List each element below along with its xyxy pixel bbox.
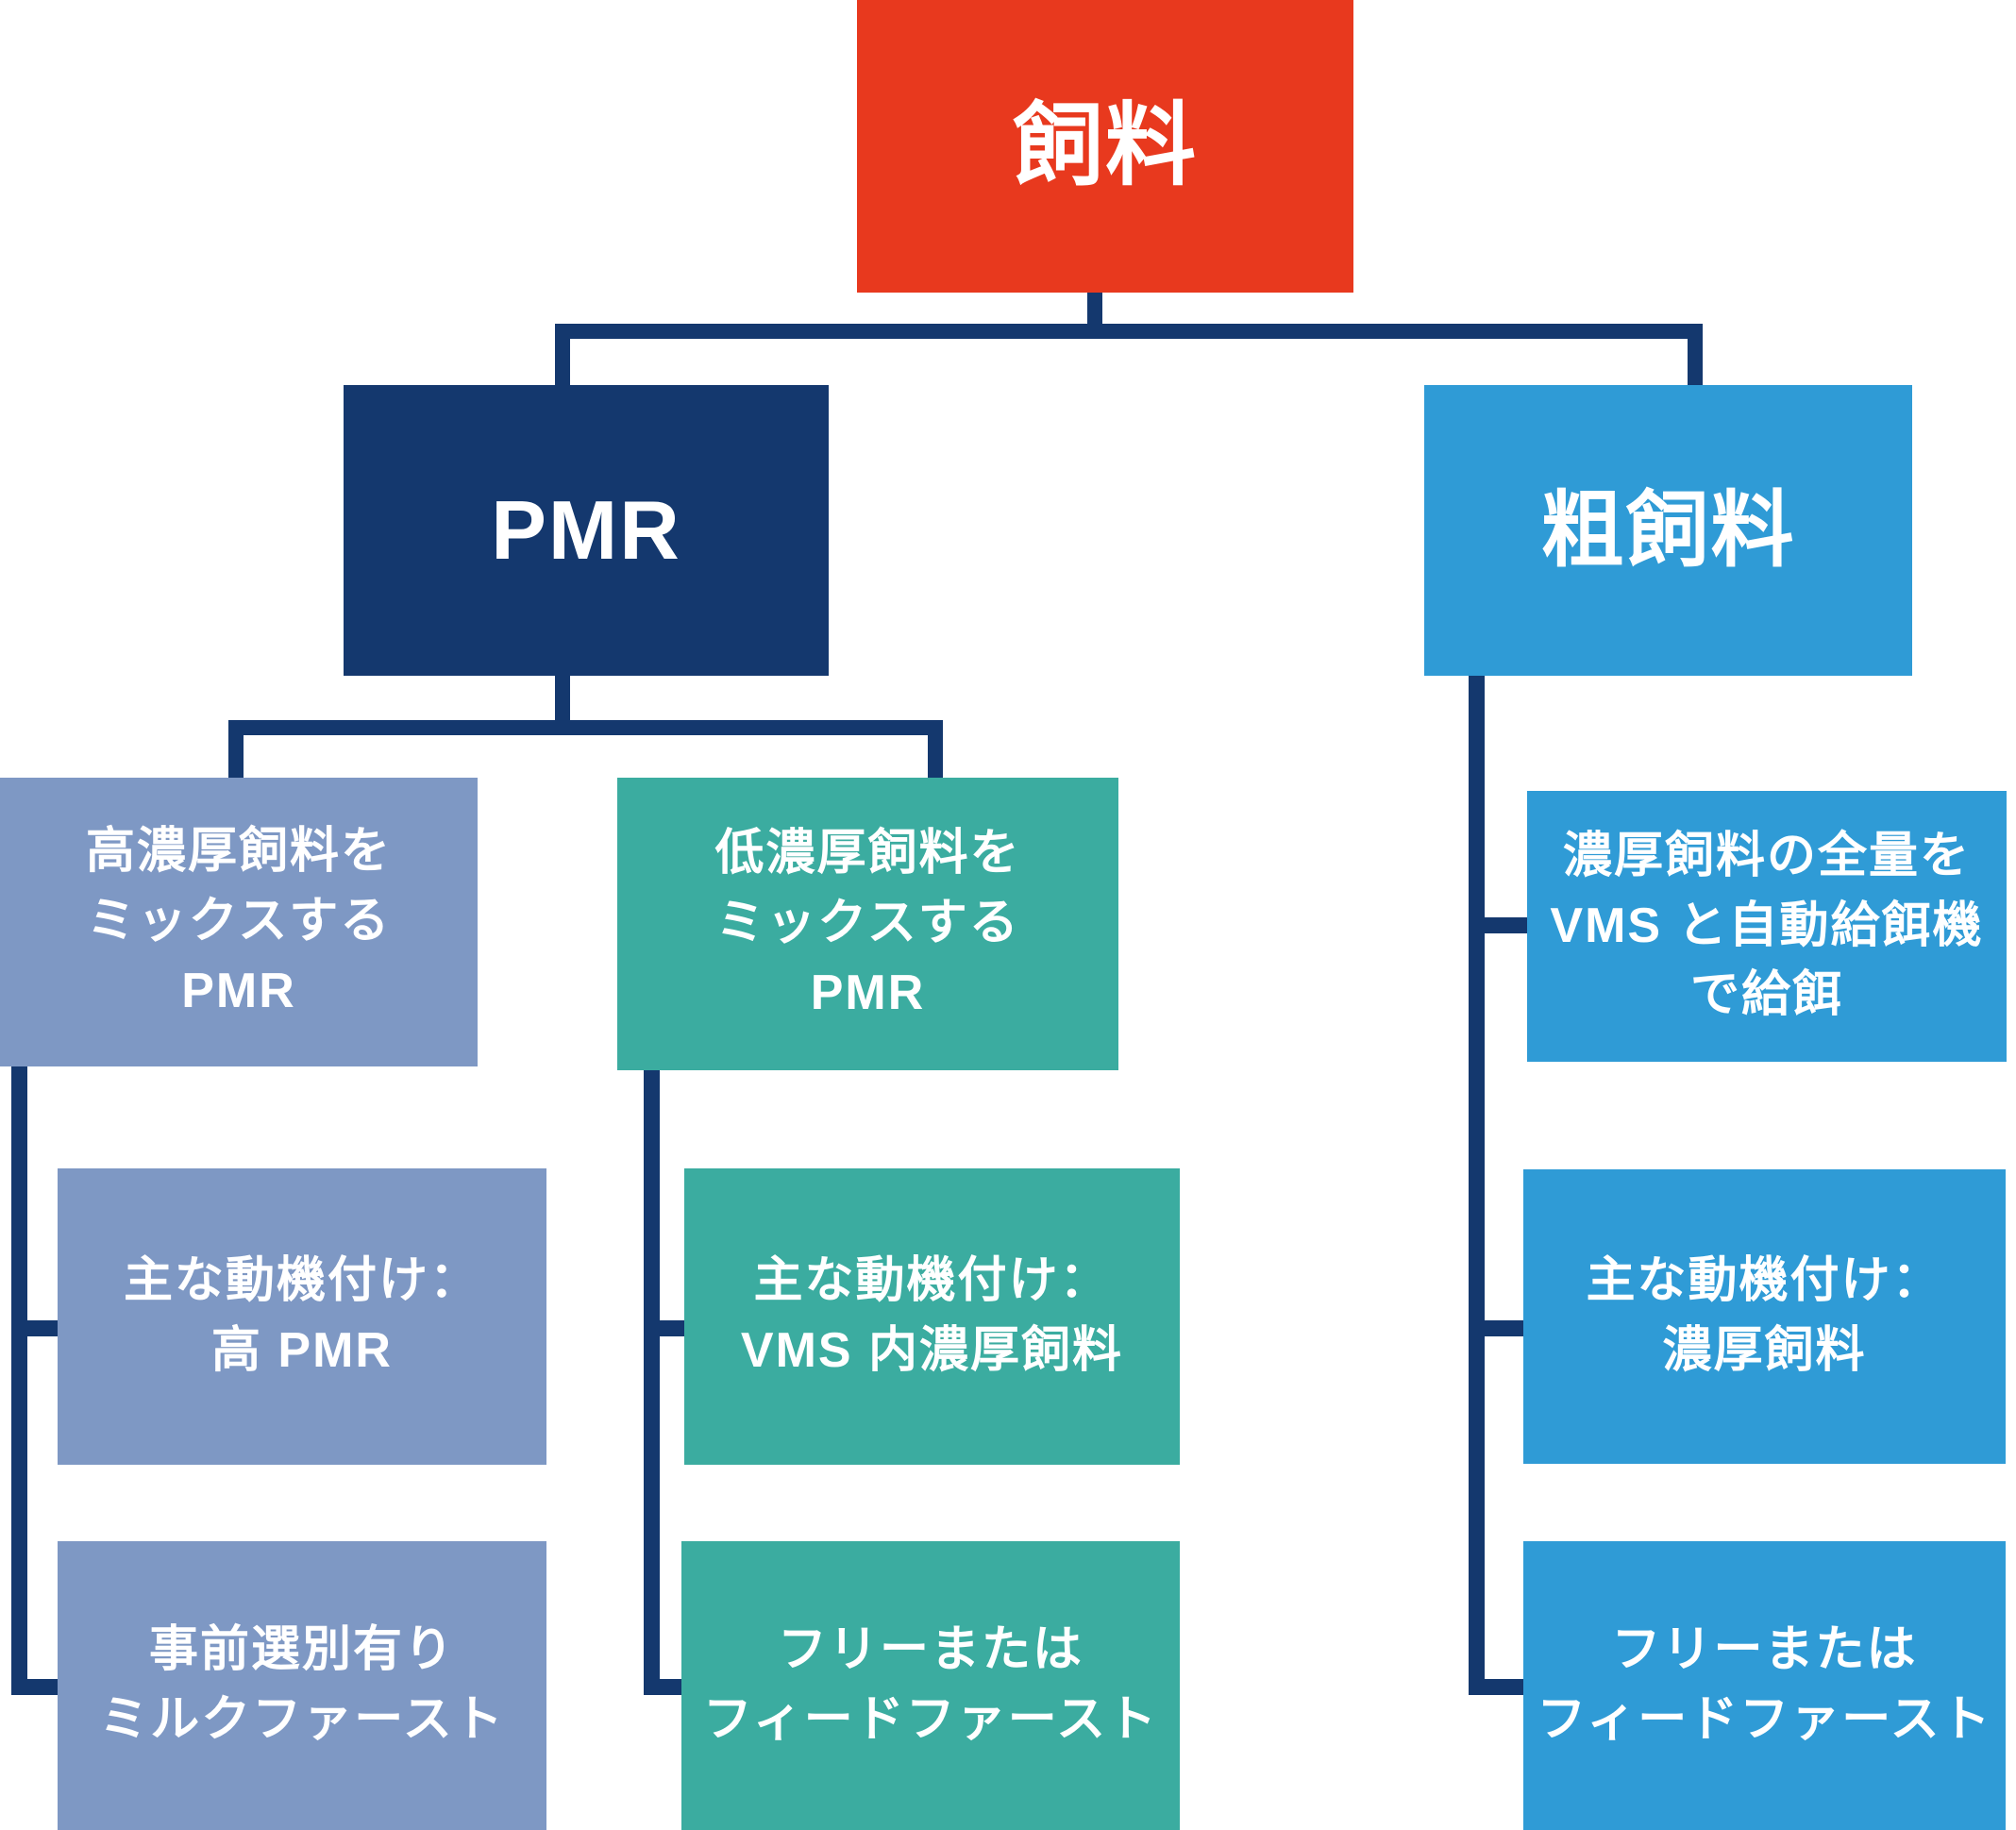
- connector-stub-middle-motivation: [644, 1320, 687, 1336]
- node-roughage-feeding-line2: VMS と自動給餌機: [1550, 898, 1984, 953]
- node-pmr-high-motivation-line1: 主な動機付け：: [123, 1253, 480, 1309]
- node-roughage-traffic-line2: フィードファースト: [1537, 1692, 1992, 1747]
- connector-drop-to-pmr-low: [928, 720, 943, 779]
- node-feed-root: 飼料: [857, 0, 1353, 293]
- node-pmr-low-traffic-line1: フリーまたは: [777, 1622, 1084, 1678]
- node-pmr-low-mix: 低濃厚飼料を ミックスする PMR: [617, 778, 1118, 1070]
- node-roughage-motivation-line2: 濃厚飼料: [1662, 1323, 1867, 1378]
- connector-drop-to-roughage: [1688, 324, 1703, 386]
- node-pmr: PMR: [344, 385, 829, 676]
- connector-rail-right: [1469, 674, 1485, 1695]
- connector-root-stub: [1087, 293, 1102, 327]
- node-pmr-high-mix-line3: PMR: [181, 963, 296, 1018]
- node-pmr-high-mix-line1: 高濃厚飼料を: [85, 824, 392, 880]
- node-pmr-high-traffic-line2: ミルクファースト: [99, 1692, 505, 1747]
- node-pmr-low-motivation-line2: VMS 内濃厚飼料: [740, 1323, 1124, 1378]
- node-roughage-feeding-line1: 濃厚飼料の全量を: [1562, 828, 1971, 883]
- node-roughage-feeding: 濃厚飼料の全量を VMS と自動給餌機 で給餌: [1527, 791, 2007, 1062]
- connector-drop-to-pmr-high: [228, 720, 244, 779]
- node-pmr-low-mix-line3: PMR: [810, 965, 926, 1020]
- connector-stub-right-feed: [1469, 917, 1529, 933]
- connector-stub-right-traffic: [1469, 1679, 1526, 1695]
- node-pmr-low-mix-line1: 低濃厚飼料を: [714, 826, 1021, 881]
- node-pmr-high-mix-line2: ミックスする: [86, 894, 392, 949]
- node-pmr-high-motivation: 主な動機付け： 高 PMR: [58, 1168, 546, 1465]
- node-roughage-traffic-line1: フリーまたは: [1611, 1622, 1918, 1678]
- connector-stub-middle-traffic: [644, 1679, 684, 1695]
- node-pmr-low-mix-line2: ミックスする: [715, 896, 1020, 951]
- node-pmr-high-mix: 高濃厚飼料を ミックスする PMR: [0, 778, 478, 1066]
- node-feed-root-label: 飼料: [1013, 95, 1198, 197]
- connector-level1-bar: [555, 324, 1703, 339]
- connector-drop-to-pmr: [555, 324, 570, 386]
- node-roughage-traffic: フリーまたは フィードファースト: [1523, 1541, 2006, 1830]
- node-pmr-low-motivation: 主な動機付け： VMS 内濃厚飼料: [684, 1168, 1180, 1465]
- node-pmr-high-motivation-line2: 高 PMR: [210, 1323, 393, 1378]
- node-pmr-high-traffic: 事前選別有り ミルクファースト: [58, 1541, 546, 1830]
- node-pmr-high-traffic-line1: 事前選別有り: [148, 1622, 455, 1678]
- node-roughage-motivation-line1: 主な動機付け：: [1586, 1253, 1943, 1309]
- node-roughage-motivation: 主な動機付け： 濃厚飼料: [1523, 1169, 2006, 1464]
- node-roughage-feeding-line3: で給餌: [1689, 967, 1843, 1023]
- connector-rail-left: [11, 1065, 27, 1695]
- node-pmr-low-traffic-line2: フィードファースト: [702, 1692, 1159, 1747]
- node-roughage: 粗飼料: [1424, 385, 1912, 676]
- connector-stub-right-motivation: [1469, 1320, 1526, 1336]
- connector-pmr-stub: [555, 674, 570, 721]
- node-pmr-low-motivation-line1: 主な動機付け：: [753, 1253, 1111, 1309]
- connector-rail-middle: [644, 1068, 660, 1695]
- node-pmr-low-traffic: フリーまたは フィードファースト: [681, 1541, 1180, 1830]
- connector-stub-left-motivation: [11, 1320, 60, 1336]
- connector-stub-left-traffic: [11, 1679, 60, 1695]
- node-roughage-label: 粗飼料: [1540, 482, 1796, 577]
- connector-level2-bar: [228, 720, 943, 735]
- node-pmr-label: PMR: [491, 482, 681, 577]
